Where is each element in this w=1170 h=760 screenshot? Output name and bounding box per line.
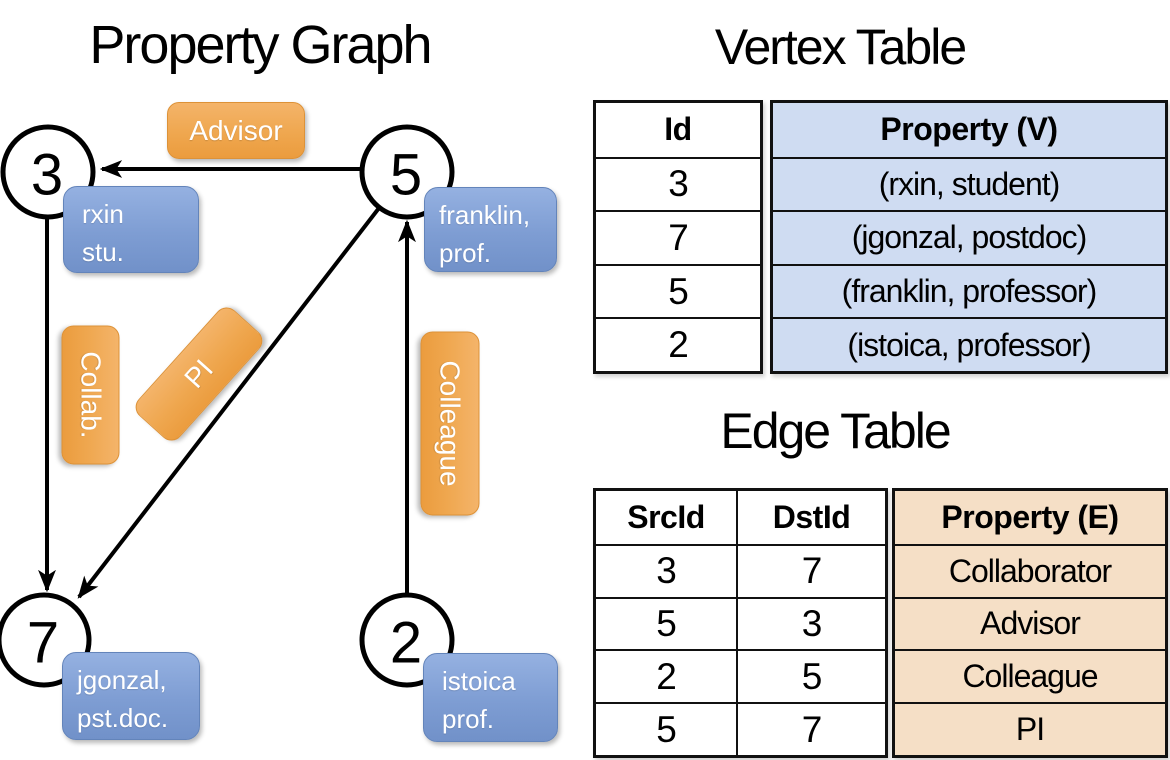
- property-graph-title: Property Graph: [89, 15, 432, 75]
- vertex-label-rxin: rxin stu.: [63, 186, 199, 273]
- edge-table-title: Edge Table: [720, 403, 951, 459]
- edge-table-src-cell: 5: [596, 596, 736, 650]
- vertex-table-title: Vertex Table: [714, 19, 967, 75]
- edge-table-dst-cell: 7: [736, 543, 885, 597]
- edge-table-property-cell: PI: [895, 702, 1165, 755]
- vertex-label-franklin-line1: franklin,: [439, 200, 531, 230]
- vertex-label-rxin-line1: rxin: [82, 199, 124, 229]
- edge-table-property-cell: Collaborator: [895, 543, 1165, 597]
- vertex-table-property-cell: (istoica, professor): [773, 317, 1165, 371]
- node-id-7: 7: [26, 610, 59, 676]
- node-id-3: 3: [30, 142, 63, 208]
- vertex-label-istoica: istoica prof.: [423, 653, 558, 742]
- edge-table-dst-cell: 5: [736, 649, 885, 703]
- vertex-label-jgonzal: jgonzal, pst.doc.: [62, 652, 200, 740]
- edge-table-src-dst-columns: SrcId DstId 3 7 5 3 2 5 5 7: [593, 488, 888, 758]
- edge-table-src-cell: 3: [596, 543, 736, 597]
- graph-edges-and-nodes: [0, 124, 455, 688]
- edge-label-colleague: Colleague: [420, 331, 480, 516]
- edge-table-src-cell: 2: [596, 649, 736, 702]
- edge-table-property-header: Property (E): [941, 498, 1119, 535]
- vertex-table-property-header: Property (V): [880, 111, 1058, 148]
- vertex-label-franklin-line2: prof.: [439, 238, 492, 268]
- vertex-table-property-column: Property (V) (rxin, student) (jgonzal, p…: [770, 100, 1168, 374]
- vertex-label-jgonzal-line2: pst.doc.: [77, 703, 169, 733]
- edge-table-property-cell: Advisor: [895, 596, 1165, 650]
- edge-label-collab: Collab.: [61, 325, 120, 465]
- vertex-table-property-cell: (rxin, student): [773, 156, 1165, 211]
- edge-label-advisor: Advisor: [167, 102, 305, 159]
- edge-table-src-header: SrcId: [627, 498, 705, 535]
- node-id-2: 2: [389, 610, 422, 676]
- vertex-table-property-cell: (franklin, professor): [773, 263, 1165, 318]
- vertex-table-id-cell: 5: [596, 263, 760, 318]
- edge-table-property-cell: Colleague: [895, 649, 1165, 702]
- vertex-label-rxin-line2: stu.: [82, 237, 124, 267]
- edge-table-dst-header: DstId: [736, 491, 885, 544]
- vertex-table-property-cell: (jgonzal, postdoc): [773, 210, 1165, 264]
- vertex-label-istoica-line1: istoica: [442, 666, 516, 696]
- vertex-label-franklin: franklin, prof.: [424, 187, 557, 272]
- vertex-label-jgonzal-line1: jgonzal,: [77, 665, 167, 695]
- edge-5-to-7: [77, 206, 381, 599]
- node-id-5: 5: [389, 142, 422, 208]
- edge-table-dst-cell: 3: [736, 596, 885, 650]
- vertex-table-id-cell: 2: [596, 317, 760, 371]
- edge-table-dst-cell: 7: [736, 702, 885, 755]
- vertex-table-id-column: Id 3 7 5 2: [593, 100, 763, 374]
- vertex-table-id-header: Id: [664, 111, 692, 148]
- edge-table-property-column: Property (E) Collaborator Advisor Collea…: [892, 488, 1168, 758]
- vertex-table-id-cell: 3: [596, 156, 760, 211]
- vertex-label-istoica-line2: prof.: [442, 704, 495, 734]
- edge-table-src-cell: 5: [596, 702, 736, 755]
- vertex-table-id-cell: 7: [596, 210, 760, 264]
